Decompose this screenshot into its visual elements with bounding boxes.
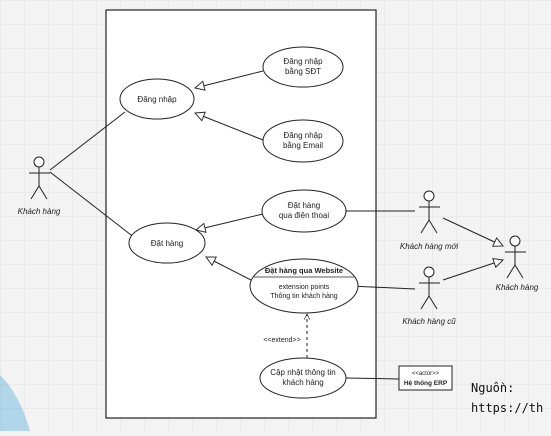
assoc-erp-update xyxy=(345,377,400,380)
gen-order-phone xyxy=(196,213,264,230)
extend-label: <<extend>> xyxy=(263,337,300,344)
usecase-order-phone-line1: Đặt hàng xyxy=(288,201,320,210)
usecase-order-web-title: Đặt hàng qua Website xyxy=(265,266,343,275)
erp-actor-box[interactable]: <<actor>> Hệ thống ERP xyxy=(398,365,453,391)
source-label: Nguồn: xyxy=(471,381,515,395)
usecase-login[interactable]: Đăng nhập xyxy=(119,78,195,120)
gen-order-web xyxy=(206,257,256,283)
assoc-customer-login xyxy=(49,111,126,171)
actor-new-label: Khách hàng mới xyxy=(400,242,458,251)
usecase-update-info[interactable]: Cập nhật thông tin khách hàng xyxy=(259,357,347,399)
usecase-login-phone-line2: bằng SĐT xyxy=(285,67,321,76)
actor-general-head xyxy=(509,235,521,247)
usecase-order-phone-line2: qua điện thoại xyxy=(279,211,329,220)
gen-old-general xyxy=(442,260,503,281)
usecase-login-email-line2: bằng Email xyxy=(283,141,323,150)
usecase-order-phone[interactable]: Đặt hàng qua điện thoại xyxy=(261,189,347,233)
usecase-order-label: Đặt hàng xyxy=(151,239,183,248)
usecase-login-email[interactable]: Đăng nhập bằng Email xyxy=(262,119,344,163)
actor-old[interactable] xyxy=(419,266,440,310)
erp-name: Hệ thống ERP xyxy=(404,379,448,387)
usecase-login-label: Đăng nhập xyxy=(137,95,177,104)
corner-decoration xyxy=(0,375,30,431)
usecase-update-info-line1: Cập nhật thông tin xyxy=(270,368,335,377)
actor-old-head xyxy=(423,266,435,278)
actor-main[interactable] xyxy=(29,156,50,200)
usecase-order-web-ext-label: extension points xyxy=(279,284,330,291)
erp-stereotype: <<actor>> xyxy=(412,371,440,377)
usecase-login-phone[interactable]: Đăng nhập bằng SĐT xyxy=(262,46,344,88)
usecase-login-email-line1: Đăng nhập xyxy=(283,131,323,140)
source-note: Nguồn: https://th xyxy=(471,378,551,418)
source-url[interactable]: https://th xyxy=(471,401,544,415)
gen-login-email xyxy=(195,113,264,141)
actor-main-label: Khách hàng xyxy=(18,207,61,216)
actor-new[interactable] xyxy=(419,190,440,234)
actor-new-head xyxy=(423,190,435,202)
usecase-update-info-line2: khách hàng xyxy=(282,378,323,387)
gen-login-phone xyxy=(195,70,264,88)
gen-new-general xyxy=(442,217,503,246)
actor-old-label: Khách hàng cũ xyxy=(402,317,456,326)
usecase-order-web[interactable]: Đặt hàng qua Website extension points Th… xyxy=(249,258,359,314)
usecase-login-phone-line1: Đăng nhập xyxy=(283,57,323,66)
assoc-customer-order xyxy=(49,171,141,243)
assoc-old-web xyxy=(349,285,416,290)
actor-general-label: Khách hàng xyxy=(496,283,539,292)
actor-general[interactable] xyxy=(505,235,526,279)
usecase-order-web-ext-point: Thông tin khách hàng xyxy=(270,293,337,300)
actor-main-head xyxy=(33,156,45,168)
association-lines xyxy=(49,111,416,380)
generalization-arrows xyxy=(195,70,503,283)
usecase-order[interactable]: Đặt hàng xyxy=(128,222,206,264)
